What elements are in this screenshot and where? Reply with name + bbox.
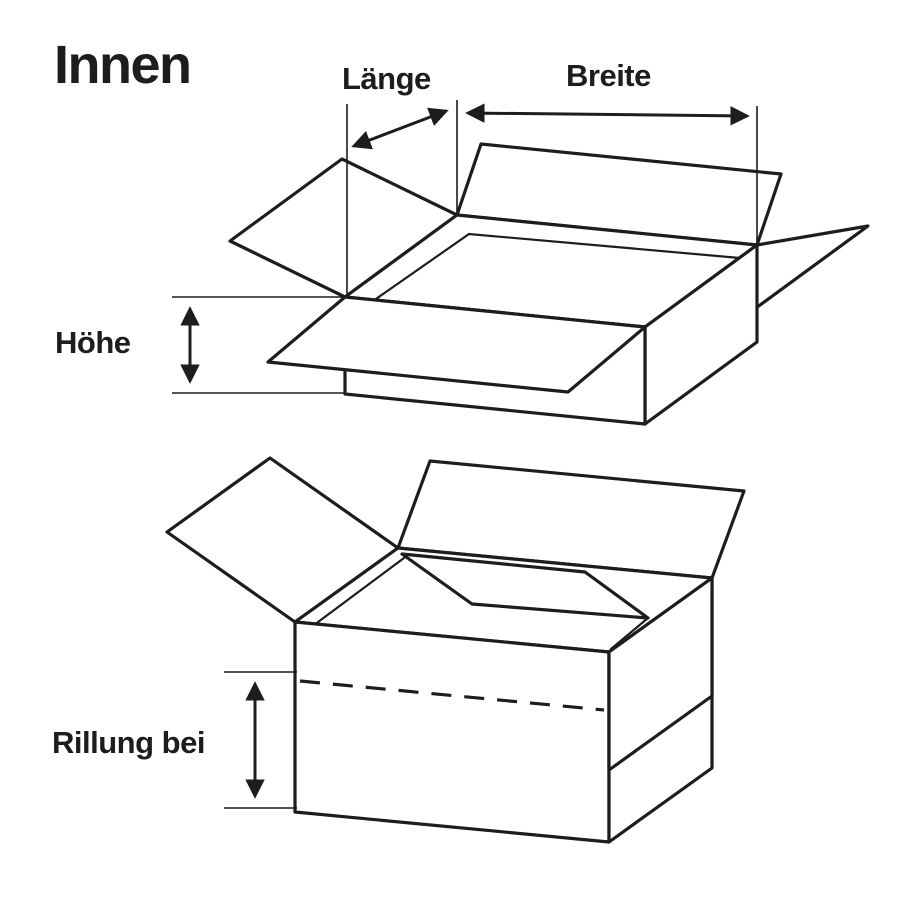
- hoehe-label: Höhe: [55, 325, 131, 360]
- bottom-box-drawing: [165, 456, 746, 844]
- top-box-drawing: [228, 142, 870, 426]
- top-box-front-flap: [266, 295, 647, 394]
- laenge-dimension-arrow: [351, 107, 449, 150]
- laenge-label: Länge: [342, 61, 431, 96]
- bottom-box-inner-flap-edge: [609, 616, 650, 651]
- bottom-box-right-flap-folded: [607, 576, 714, 772]
- breite-label: Breite: [566, 58, 651, 93]
- breite-dimension-arrow: [465, 103, 750, 126]
- crease-dashed-line: [299, 679, 605, 712]
- diagram-title: Innen: [54, 35, 192, 95]
- rillung-label: Rillung bei: [52, 725, 205, 760]
- top-box-inner-wall-edge: [361, 232, 742, 310]
- bottom-box-front-face: [293, 620, 611, 844]
- bottom-box-inner-wall-edge: [308, 556, 406, 630]
- dimension-annotations: [172, 100, 758, 809]
